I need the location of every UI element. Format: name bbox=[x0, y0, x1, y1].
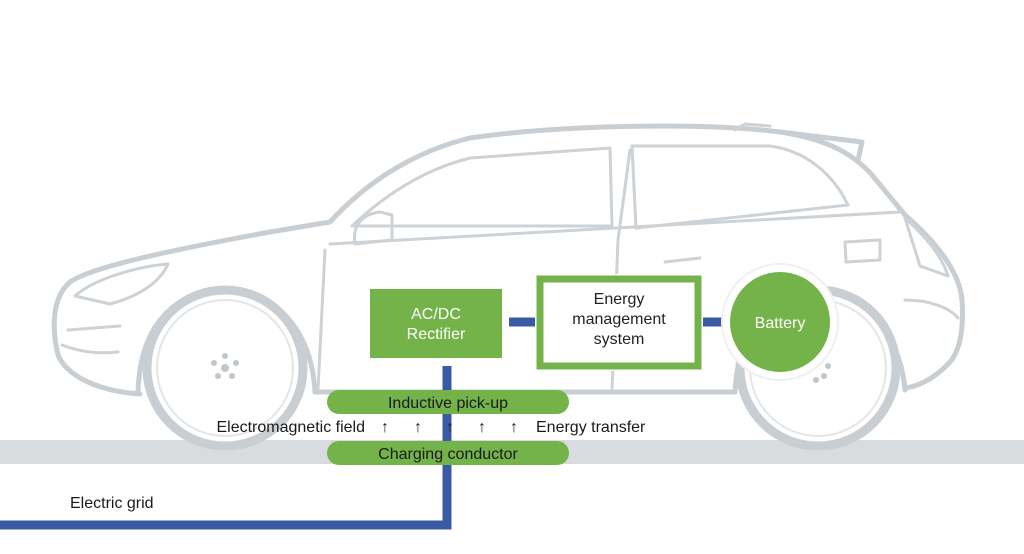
car-front-grille bbox=[66, 324, 122, 332]
car-door-handle bbox=[663, 256, 702, 264]
car-front-intake bbox=[60, 343, 120, 355]
field-arrow-3: ↑ bbox=[446, 419, 454, 436]
electric-grid-label: Electric grid bbox=[70, 495, 154, 512]
car-mirror bbox=[352, 210, 394, 246]
inductive-pickup-pill: Inductive pick-up bbox=[327, 390, 569, 414]
ems-label-line2: management bbox=[572, 311, 666, 328]
battery-label: Battery bbox=[755, 315, 806, 332]
field-arrows: ↑ ↑ ↑ ↑ ↑ bbox=[381, 419, 518, 436]
ems-label-line1: Energy bbox=[594, 291, 645, 308]
energy-transfer-label: Energy transfer bbox=[536, 419, 646, 436]
car-door-cut-front bbox=[316, 248, 327, 392]
front-wheel-hub bbox=[211, 353, 239, 379]
charging-conductor-pill: Charging conductor bbox=[327, 441, 569, 465]
rectifier-label-line2: Rectifier bbox=[407, 326, 466, 343]
front-wheel bbox=[142, 285, 308, 451]
car-beltline bbox=[328, 210, 902, 246]
field-arrow-2: ↑ bbox=[414, 419, 422, 436]
electromagnetic-field-label: Electromagnetic field bbox=[216, 419, 365, 436]
car-body bbox=[51, 123, 965, 391]
conductor-label: Charging conductor bbox=[378, 446, 518, 463]
car-fuel-cap bbox=[843, 238, 882, 264]
rectifier-box: AC/DC Rectifier bbox=[362, 282, 509, 365]
car-taillight bbox=[903, 216, 950, 278]
car-rear-window bbox=[630, 144, 850, 230]
car-sill bbox=[55, 352, 143, 397]
car-headlight bbox=[73, 262, 170, 306]
field-arrow-1: ↑ bbox=[381, 419, 389, 436]
battery-node: Battery bbox=[721, 263, 839, 381]
field-arrow-4: ↑ bbox=[478, 419, 486, 436]
car-antenna bbox=[733, 122, 772, 132]
energy-management-box: Energy management system bbox=[535, 274, 703, 371]
rear-wheel-hub bbox=[813, 363, 831, 383]
car-front-window bbox=[350, 146, 614, 228]
field-arrow-5: ↑ bbox=[510, 419, 518, 436]
ems-label-line3: system bbox=[594, 331, 645, 348]
car-spoiler bbox=[777, 129, 865, 163]
rectifier-label-line1: AC/DC bbox=[411, 306, 461, 323]
car-rear-bumper bbox=[903, 298, 960, 320]
grid-cable bbox=[0, 366, 452, 530]
pickup-label: Inductive pick-up bbox=[388, 395, 508, 412]
